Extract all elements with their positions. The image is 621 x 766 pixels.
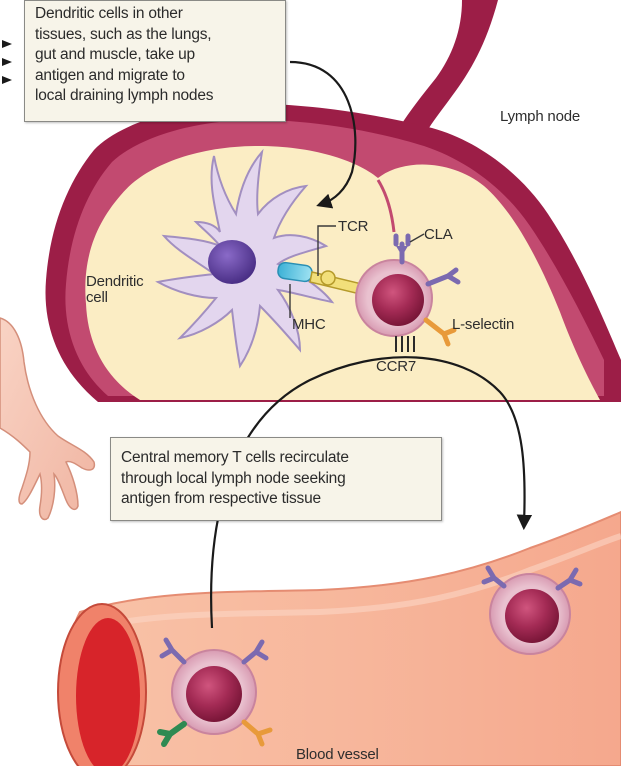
callout-line: through local lymph node seeking [121,469,441,490]
label-blood-vessel: Blood vessel [296,746,379,763]
callout-line: local draining lymph nodes [35,86,285,107]
label-l-selectin: L-selectin [452,316,514,333]
label-dendritic: Dendritic [86,274,143,290]
label-cla: CLA [424,226,453,243]
callout-dendritic-migration: Dendritic cells in other tissues, such a… [24,0,286,122]
callout-line: antigen and migrate to [35,66,285,87]
label-lymph-node: Lymph node [500,108,580,125]
callout-line: antigen from respective tissue [121,489,441,510]
t-cell-blood-left [160,640,270,744]
label-tcr: TCR [338,218,368,235]
incoming-arrows [2,40,12,84]
callout-line: tissues, such as the lungs, [35,25,285,46]
dendritic-cell-nucleus [208,240,256,284]
label-ccr7: CCR7 [376,358,416,375]
callout-line: gut and muscle, take up [35,45,285,66]
callout-line: Central memory T cells recirculate [121,448,441,469]
label-mhc: MHC [292,316,326,333]
callout-line: Dendritic cells in other [35,4,285,25]
label-cell: cell [86,290,108,306]
callout-central-memory: Central memory T cells recirculate throu… [110,437,442,521]
